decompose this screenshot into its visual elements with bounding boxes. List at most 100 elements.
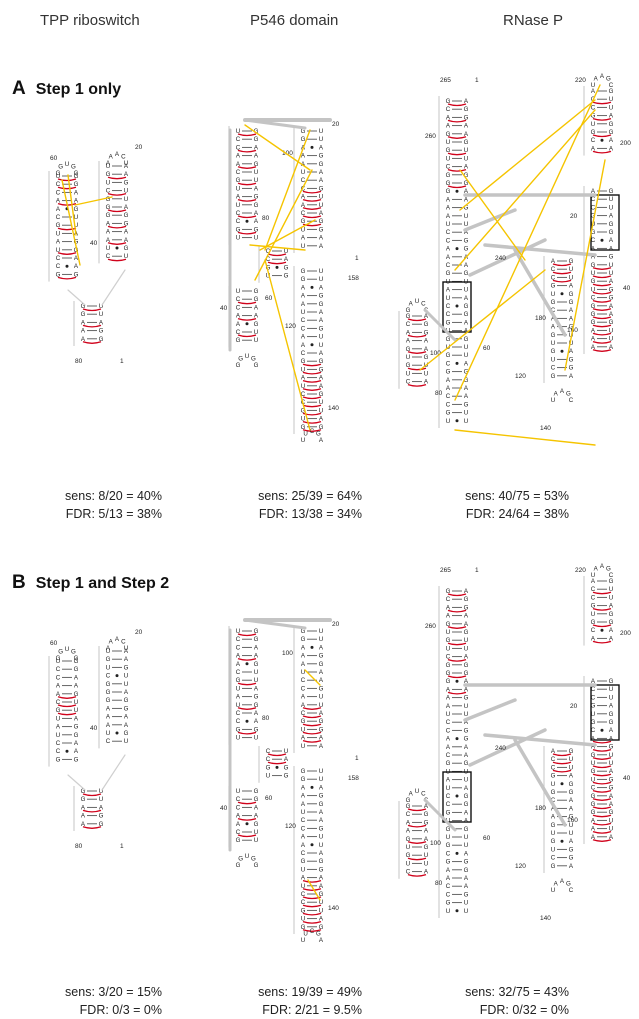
nucleotide-label: G — [591, 719, 596, 726]
position-number-label: 1 — [120, 843, 124, 850]
false-positive-connection — [67, 174, 77, 236]
tertiary-interaction-line — [483, 243, 597, 257]
nucleotide-label: G — [569, 789, 574, 796]
nucleotide-label: G — [254, 796, 259, 803]
nucleotide-label: C — [551, 764, 556, 771]
position-number-label: 20 — [332, 621, 340, 628]
wobble-pair-dot — [455, 679, 459, 683]
panel-a-title: Step 1 only — [35, 81, 122, 98]
predicted-pair-mark — [407, 334, 427, 338]
nucleotide-label: G — [56, 655, 61, 662]
tertiary-interaction-line — [243, 618, 307, 630]
nucleotide-label: G — [446, 588, 451, 595]
nucleotide-label: G — [551, 863, 556, 870]
nucleotide-label: U — [609, 196, 613, 203]
nucleotide-label: U — [591, 270, 595, 277]
stats-tpp-step1: sens: 8/20 = 40% FDR: 5/13 = 38% — [65, 487, 162, 523]
panel-b-title: Step 1 and Step 2 — [35, 575, 170, 592]
nucleotide-label: A — [551, 324, 556, 331]
nucleotide-label: U — [106, 163, 110, 170]
nucleotide-label: U — [415, 788, 419, 795]
nucleotide-label: U — [236, 735, 240, 742]
nucleotide-label: G — [301, 636, 306, 643]
nucleotide-label: A — [446, 123, 451, 130]
wobble-pair-dot — [310, 843, 314, 847]
nucleotide-label: U — [319, 636, 323, 643]
nucleotide-label: C — [446, 393, 451, 400]
nucleotide-label: C — [551, 307, 556, 314]
nucleotide-label: C — [551, 797, 556, 804]
position-number-label: 100 — [282, 650, 293, 657]
nucleotide-label: A — [56, 198, 61, 205]
highlight-box — [442, 281, 472, 333]
nucleotide-label: U — [319, 128, 323, 135]
nucleotide-label: A — [609, 735, 614, 742]
nucleotide-label: C — [446, 752, 451, 759]
nucleotide-label: G — [301, 407, 306, 414]
nucleotide-label: A — [106, 220, 111, 227]
nucleotide-label: G — [406, 836, 411, 843]
nucleotide-label: U — [99, 303, 103, 310]
nucleotide-label: C — [236, 329, 241, 336]
nucleotide-label: A — [446, 213, 451, 220]
wobble-pair-dot — [310, 285, 314, 289]
nucleotide-label: C — [301, 850, 306, 857]
fdr-text: FDR: 2/21 = 9.5% — [262, 1003, 362, 1017]
nucleotide-label: A — [446, 777, 451, 784]
nucleotide-label: U — [446, 221, 450, 228]
nucleotide-label: U — [569, 274, 573, 281]
nucleotide-label: A — [319, 817, 324, 824]
nucleotide-label: G — [301, 424, 306, 431]
nucleotide-label: G — [99, 821, 104, 828]
nucleotide-label: G — [99, 813, 104, 820]
highlight-box — [590, 684, 620, 741]
nucleotide-label: G — [609, 121, 614, 128]
nucleotide-label: A — [236, 653, 241, 660]
nucleotide-label: G — [606, 566, 611, 573]
tertiary-interaction-line — [468, 728, 547, 767]
nucleotide-label: U — [124, 160, 128, 167]
nucleotide-label: G — [464, 826, 469, 833]
nucleotide-label: A — [236, 813, 241, 820]
nucleotide-label: A — [424, 379, 429, 386]
nucleotide-label: A — [124, 204, 129, 211]
nucleotide-label: C — [236, 796, 241, 803]
nucleotide-label: A — [591, 188, 596, 195]
nucleotide-label: A — [609, 635, 614, 642]
nucleotide-label: G — [74, 655, 79, 662]
nucleotide-label: U — [124, 188, 128, 195]
nucleotide-label: A — [56, 239, 61, 246]
nucleotide-label: A — [609, 278, 614, 285]
predicted-pair-mark — [447, 593, 467, 597]
predicted-pair-mark — [407, 824, 427, 828]
false-positive-connection — [459, 99, 596, 211]
position-number-label: 1 — [120, 358, 124, 365]
nucleotide-label: A — [406, 338, 411, 345]
nucleotide-label: G — [551, 822, 556, 829]
sensitivity-text: sens: 32/75 = 43% — [465, 985, 569, 999]
predicted-pair-mark — [237, 801, 257, 805]
nucleotide-label: U — [319, 342, 323, 349]
nucleotide-label: A — [464, 393, 469, 400]
nucleotide-label: G — [236, 837, 241, 844]
nucleotide-label: U — [319, 202, 323, 209]
nucleotide-label: C — [236, 304, 241, 311]
nucleotide-label: A — [301, 735, 306, 742]
predicted-pair-mark — [302, 731, 322, 735]
nucleotide-label: U — [254, 669, 258, 676]
nucleotide-label: G — [446, 147, 451, 154]
nucleotide-label: G — [319, 325, 324, 332]
nucleotide-label: C — [446, 229, 451, 236]
wobble-pair-dot — [310, 145, 314, 149]
nucleotide-label: G — [74, 173, 79, 180]
nucleotide-label: C — [446, 654, 451, 661]
nucleotide-label: C — [591, 295, 596, 302]
nucleotide-label: G — [424, 354, 429, 361]
